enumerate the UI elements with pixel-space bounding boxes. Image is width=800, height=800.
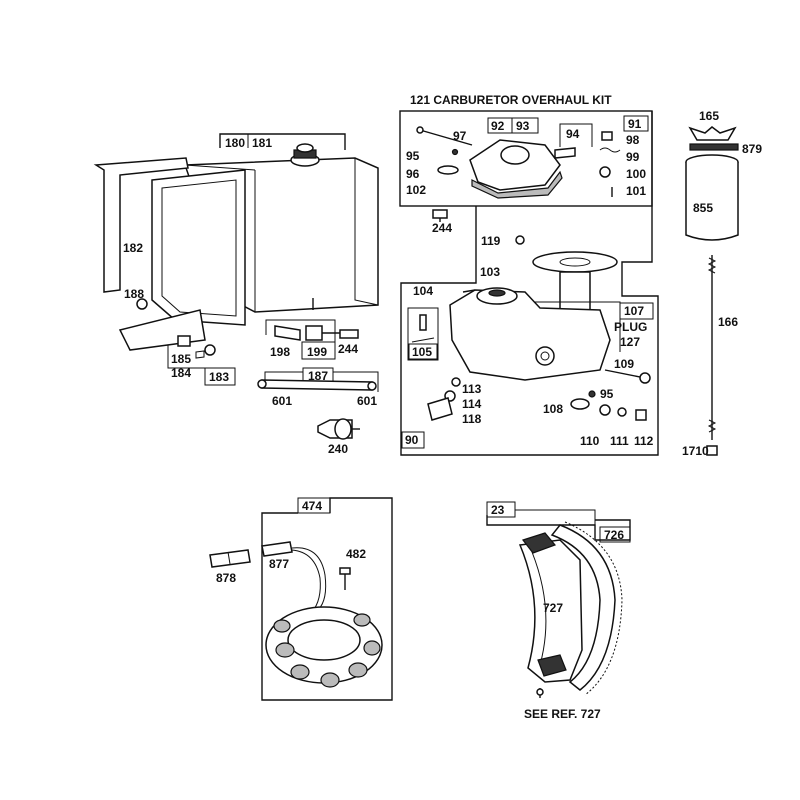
label-95-kit: 95 xyxy=(406,149,420,163)
label-90: 90 xyxy=(405,433,419,447)
carburetor-main xyxy=(407,209,654,421)
starter-flywheel-assembly xyxy=(486,501,631,698)
label-111: 111 xyxy=(610,434,629,448)
label-114: 114 xyxy=(462,397,482,411)
label-240: 240 xyxy=(328,442,348,456)
label-119: 119 xyxy=(481,234,501,248)
label-plug: PLUG xyxy=(614,320,647,334)
label-108: 108 xyxy=(543,402,563,416)
alternator-assembly xyxy=(209,497,393,701)
label-118: 118 xyxy=(462,412,482,426)
label-109: 109 xyxy=(614,357,634,371)
label-97: 97 xyxy=(453,129,467,143)
label-107: 107 xyxy=(624,304,644,318)
label-127: 127 xyxy=(620,335,640,349)
label-105: 105 xyxy=(412,345,432,359)
label-104: 104 xyxy=(413,284,433,298)
label-166: 166 xyxy=(718,315,738,329)
carburetor-kit-box xyxy=(399,110,659,456)
fuel-fittings xyxy=(265,319,359,360)
label-181: 181 xyxy=(252,136,272,150)
label-95-carb: 95 xyxy=(600,387,614,401)
label-98: 98 xyxy=(626,133,640,147)
label-103: 103 xyxy=(480,265,500,279)
label-727: 727 xyxy=(543,601,563,615)
label-93: 93 xyxy=(516,119,530,133)
label-187: 187 xyxy=(308,369,328,383)
label-96: 96 xyxy=(406,167,420,181)
label-94: 94 xyxy=(566,127,580,141)
label-878: 878 xyxy=(216,571,236,585)
label-855: 855 xyxy=(693,201,713,215)
label-100: 100 xyxy=(626,167,646,181)
label-99: 99 xyxy=(626,150,640,164)
label-601-right: 601 xyxy=(357,394,377,408)
label-244-fitting: 244 xyxy=(338,342,358,356)
label-188: 188 xyxy=(124,287,144,301)
label-92: 92 xyxy=(491,119,505,133)
label-110: 110 xyxy=(580,434,600,448)
label-102: 102 xyxy=(406,183,426,197)
label-474: 474 xyxy=(302,499,322,513)
label-101: 101 xyxy=(626,184,646,198)
label-482: 482 xyxy=(346,547,366,561)
label-199: 199 xyxy=(307,345,327,359)
air-cleaner-assembly xyxy=(685,126,739,456)
label-1710: 1710 xyxy=(682,444,709,458)
label-91: 91 xyxy=(628,117,642,131)
label-see-ref-727: SEE REF. 727 xyxy=(524,707,601,721)
label-198: 198 xyxy=(270,345,290,359)
label-180: 180 xyxy=(225,136,245,150)
label-113: 113 xyxy=(462,382,482,396)
label-726: 726 xyxy=(604,528,624,542)
label-601-left: 601 xyxy=(272,394,292,408)
label-879: 879 xyxy=(742,142,762,156)
label-184: 184 xyxy=(171,366,191,380)
label-182: 182 xyxy=(123,241,143,255)
fuel-tank-assembly xyxy=(93,133,379,386)
label-112: 112 xyxy=(634,434,654,448)
kit-title: 121 CARBURETOR OVERHAUL KIT xyxy=(410,93,612,107)
label-244-carb: 244 xyxy=(432,221,452,235)
label-165: 165 xyxy=(699,109,719,123)
label-183: 183 xyxy=(209,370,229,384)
label-185: 185 xyxy=(171,352,191,366)
label-23: 23 xyxy=(491,503,505,517)
label-877: 877 xyxy=(269,557,289,571)
fuel-line-assembly xyxy=(257,367,379,440)
